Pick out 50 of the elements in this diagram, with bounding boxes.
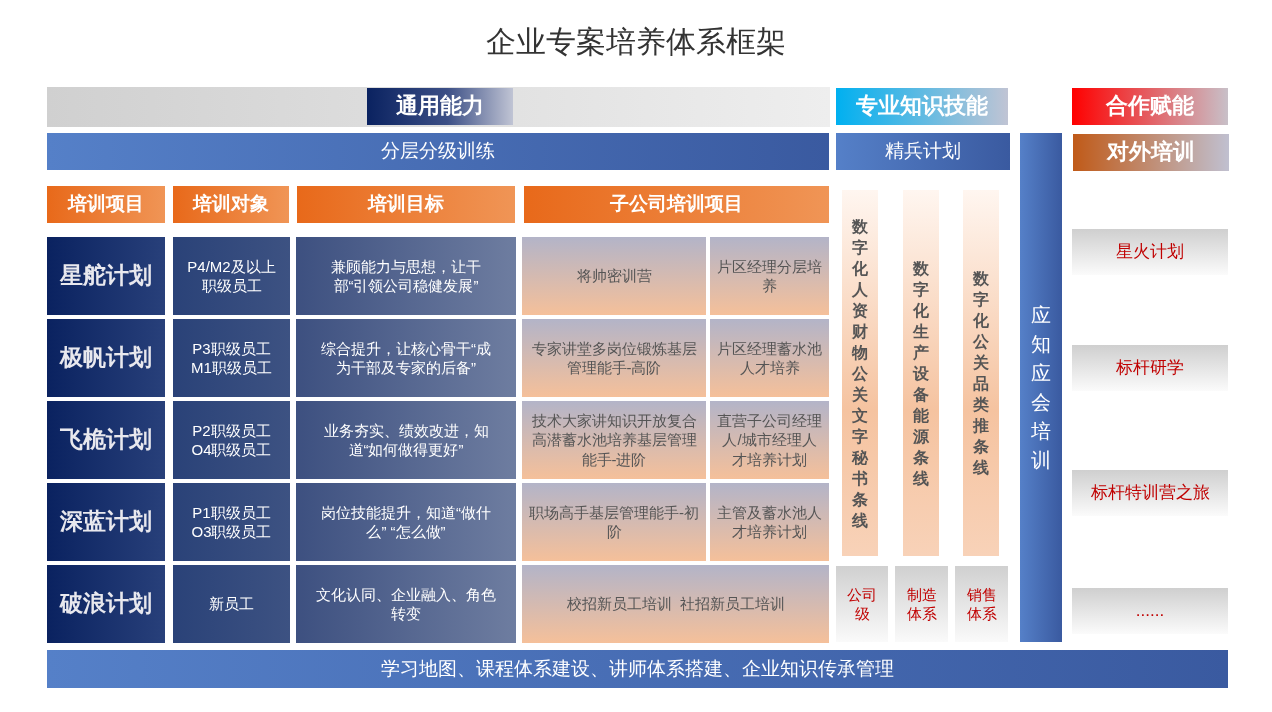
project-cell: 直营子公司经理人/城市经理人才培养计划 (710, 401, 829, 479)
level-box: 销售体系 (955, 566, 1008, 642)
project-cell: 片区经理蓄水池人才培养 (710, 319, 829, 397)
target-cell: P4/M2及以上职级员工 (173, 237, 290, 315)
category-bar: 应知应会培训 (1020, 133, 1062, 642)
project-cell: 主管及蓄水池人才培养计划 (710, 483, 829, 561)
target-cell: P1职级员工O3职级员工 (173, 483, 290, 561)
project-cell: 专家讲堂多岗位锻炼基层管理能手-高阶 (522, 319, 706, 397)
goal-cell: 综合提升，让核心骨干“成为干部及专家的后备” (296, 319, 516, 397)
column-header: 培训对象 (173, 186, 289, 223)
column-header: 培训目标 (297, 186, 515, 223)
program-box: 星火计划 (1072, 229, 1228, 275)
project-cell: 将帅密训营 (522, 237, 706, 315)
cell-text: 社招新员工培训 (679, 594, 785, 614)
plan-name-cell: 极帆计划 (47, 319, 165, 397)
project-cell: 技术大家讲知识开放复合高潜蓄水池培养基层管理能手-进阶 (522, 401, 706, 479)
section-header: 专业知识技能 (836, 88, 1008, 125)
plan-name-cell: 星舵计划 (47, 237, 165, 315)
header-band (47, 87, 830, 127)
section-header: 合作赋能 (1072, 88, 1228, 125)
project-cell (522, 565, 829, 643)
plan-name-cell: 深蓝计划 (47, 483, 165, 561)
goal-cell: 兼顾能力与思想，让干部“引领公司稳健发展” (296, 237, 516, 315)
category-bar: 对外培训 (1073, 134, 1229, 171)
column-header: 培训项目 (47, 186, 165, 223)
track-bar: 数字化公关品类推条线 (963, 190, 999, 556)
project-cell: 职场高手基层管理能手-初阶 (522, 483, 706, 561)
cell-text: 校招新员工培训 (566, 594, 672, 614)
program-box: 标杆研学 (1072, 345, 1228, 391)
target-cell: 新员工 (173, 565, 290, 643)
section-header: 通用能力 (367, 88, 513, 125)
footer-bar: 学习地图、课程体系建设、讲师体系搭建、企业知识传承管理 (47, 650, 1228, 688)
program-box: ...... (1072, 588, 1228, 634)
plan-name-cell: 破浪计划 (47, 565, 165, 643)
goal-cell: 业务夯实、绩效改进，知道“如何做得更好” (296, 401, 516, 479)
project-cell: 片区经理分层培养 (710, 237, 829, 315)
plan-name-cell: 飞桅计划 (47, 401, 165, 479)
column-header: 子公司培训项目 (524, 186, 829, 223)
category-bar: 分层分级训练 (47, 133, 829, 170)
track-bar: 数字化人资财物公关文字秘书条线 (842, 190, 878, 556)
diagram-title: 企业专案培养体系框架 (485, 24, 787, 60)
target-cell: P2职级员工O4职级员工 (173, 401, 290, 479)
goal-cell: 文化认同、企业融入、角色转变 (296, 565, 516, 643)
level-box: 公司级 (836, 566, 888, 642)
category-bar: 精兵计划 (836, 133, 1010, 170)
goal-cell: 岗位技能提升，知道“做什么” “怎么做” (296, 483, 516, 561)
target-cell: P3职级员工M1职级员工 (173, 319, 290, 397)
track-bar: 数字化生产设备能源条线 (903, 190, 939, 556)
program-box: 标杆特训营之旅 (1072, 470, 1228, 516)
level-box: 制造体系 (895, 566, 948, 642)
